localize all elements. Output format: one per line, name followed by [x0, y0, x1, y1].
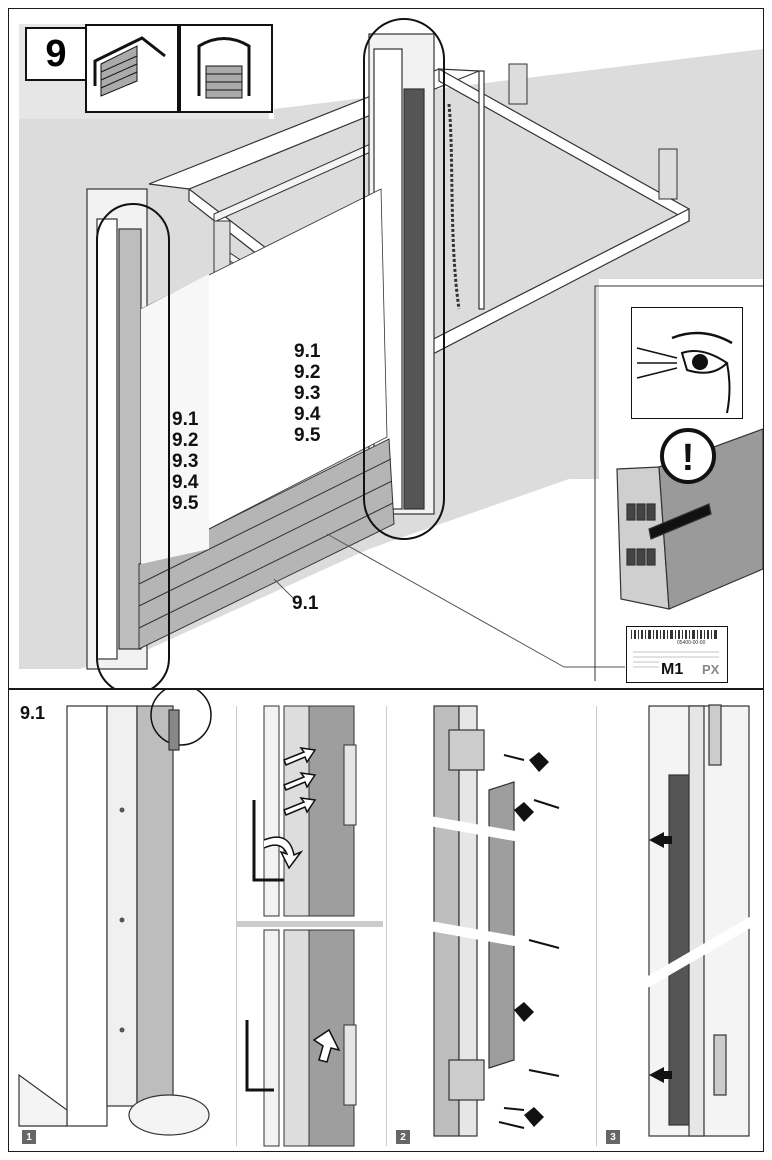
callout-item: 9.5	[172, 493, 199, 514]
panel-divider	[596, 706, 597, 1146]
panel-divider	[386, 706, 387, 1146]
warning-symbol: !	[682, 437, 695, 479]
panel-number-2: 2	[396, 1130, 410, 1144]
substep-drawings	[18, 690, 763, 1147]
step-number: 9	[25, 27, 87, 81]
page-frame	[8, 8, 764, 1152]
substep-illustrations	[9, 690, 763, 1151]
door-type-thumbnail-sectional	[85, 24, 179, 113]
callout-item: 9.2	[294, 362, 321, 383]
callout-item: 9.3	[172, 451, 199, 472]
callout-item: 9.3	[294, 383, 321, 404]
warning-icon: !	[660, 428, 716, 484]
section-divider	[8, 688, 764, 690]
barcode-icon	[631, 630, 717, 639]
vertical-door-icon	[197, 37, 251, 99]
sectional-door-icon	[93, 36, 166, 97]
callout-item: 9.5	[294, 425, 321, 446]
callout-list-right: 9.1 9.2 9.3 9.4 9.5	[294, 341, 320, 446]
type-label-plate: 05400-00-00 M1 PX	[626, 626, 728, 683]
door-type-thumbnail-vertical	[179, 24, 273, 113]
callout-item: 9.1	[294, 341, 321, 362]
label-serial: 05400-00-00	[677, 640, 706, 646]
callout-single: 9.1	[292, 593, 319, 614]
callout-item: 9.2	[172, 430, 199, 451]
callout-list-left: 9.1 9.2 9.3 9.4 9.5	[172, 409, 198, 514]
panel-divider	[236, 706, 237, 1146]
hex-key-icon	[252, 800, 284, 882]
visual-inspection-box	[631, 307, 743, 419]
main-illustration: 9 9.1 9.2 9.3 9.4 9.5 9.1 9.2 9.3 9.4 9.…	[9, 9, 763, 689]
screw-icon	[498, 754, 560, 1129]
panel-number-3: 3	[606, 1130, 620, 1144]
label-fields	[633, 651, 719, 668]
label-suffix: PX	[702, 662, 720, 677]
eye-icon	[636, 331, 733, 414]
callout-item: 9.4	[172, 472, 199, 493]
door-assembly-drawing	[19, 18, 763, 689]
substep-title: 9.1	[20, 703, 46, 723]
panel-number-1: 1	[22, 1130, 36, 1144]
callout-item: 9.4	[294, 404, 321, 425]
callout-item: 9.1	[172, 409, 199, 430]
arrow-icon	[263, 747, 317, 870]
label-model: M1	[661, 661, 684, 678]
